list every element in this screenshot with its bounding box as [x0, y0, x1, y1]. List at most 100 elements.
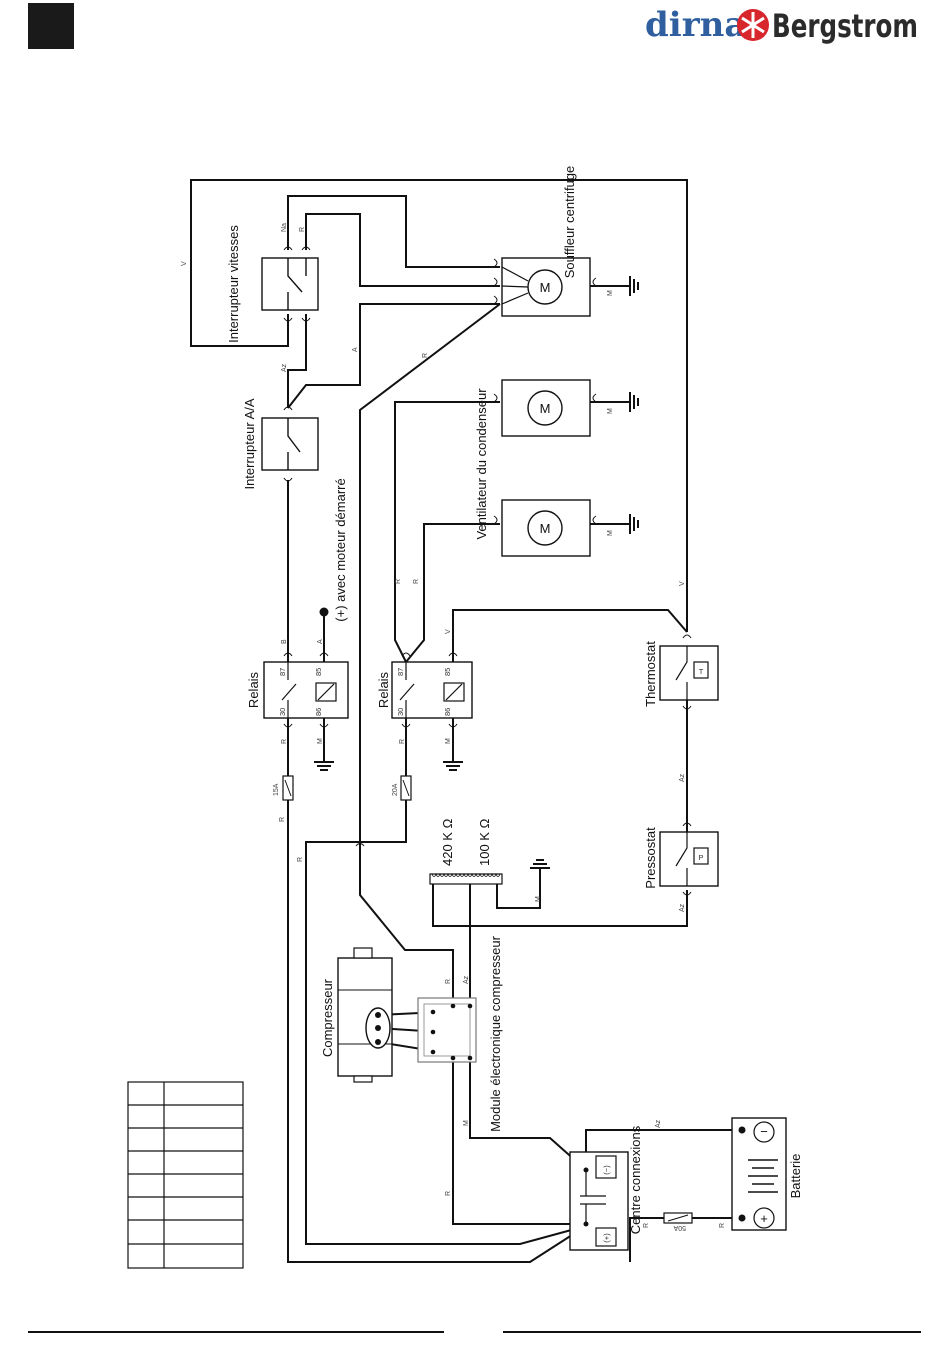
svg-text:Module électronique compresseu: Module électronique compresseur — [488, 935, 503, 1131]
fuse-15a: 15A — [273, 775, 294, 801]
connector-marks — [283, 246, 692, 896]
interrupteur-aa-label: Interrupteur A/A — [242, 398, 257, 489]
souffleur-label: Souffleur centrifuge — [562, 166, 577, 279]
souffleur-centrifuge: M Souffleur centrifuge — [501, 166, 591, 317]
ground-icon — [314, 761, 334, 771]
wire-m: M — [607, 530, 614, 536]
wire-r: R — [719, 1223, 726, 1228]
ventilateur-label: Ventilateur du condenseur — [474, 388, 489, 540]
brand-dirna: dirna — [645, 5, 746, 45]
wire-r: R — [445, 1191, 452, 1196]
compresseur: Compresseur — [320, 947, 393, 1083]
ground-symbols — [314, 276, 639, 869]
wire-az: Az — [679, 773, 686, 782]
ground-icon — [629, 514, 639, 534]
wire-v: V — [445, 629, 452, 634]
fuse-50a: 50A — [663, 1212, 693, 1231]
centre-minus: (−) — [602, 1165, 611, 1175]
wire-az: Az — [679, 903, 686, 912]
wire-v: V — [679, 581, 686, 586]
wire-labels: V Na R Az A R M M M V R R V B A R M R M … — [181, 223, 726, 1228]
r100-label: 100 K Ω — [477, 818, 492, 866]
wire-r: R — [297, 857, 304, 862]
centre-connexions: (−) (+) Centre connexions — [569, 1125, 643, 1251]
wires — [190, 179, 742, 1263]
wire-az: Az — [281, 363, 288, 372]
plus-moteur-label: (+) avec moteur démarré — [333, 478, 348, 621]
pin-85: 85 — [443, 668, 452, 676]
motor-symbol: M — [540, 401, 551, 416]
resistor-network: 420 K Ω 100 K Ω — [429, 818, 503, 885]
wire-az: Az — [655, 1119, 662, 1128]
interrupteur-vitesses: Interrupteur vitesses — [226, 225, 319, 343]
pin-30: 30 — [396, 708, 405, 716]
ground-icon — [629, 276, 639, 296]
pressostat-label: Pressostat — [643, 827, 658, 889]
fuse-20a: 20A — [392, 775, 412, 801]
battery-minus: − — [760, 1124, 768, 1139]
wire-r: R — [279, 817, 286, 822]
pressostat: P Pressostat — [643, 827, 719, 889]
wire-r: R — [643, 1223, 650, 1228]
relais-1: 30 87 86 85 Relais — [246, 661, 349, 719]
relais-1-label: Relais — [246, 671, 261, 708]
batterie: − + Batterie — [731, 1117, 803, 1231]
wire-m: M — [463, 1120, 470, 1126]
wire-a: A — [352, 347, 359, 352]
batterie-label: Batterie — [788, 1154, 803, 1199]
thermostat: T Thermostat — [643, 641, 719, 707]
fuse-50a-label: 50A — [673, 1224, 686, 1231]
compresseur-label: Compresseur — [320, 978, 335, 1057]
pin-86: 86 — [443, 708, 452, 716]
wire-r: R — [445, 979, 452, 984]
wire-v: V — [181, 261, 188, 266]
pin-85: 85 — [314, 668, 323, 676]
wire-r: R — [413, 579, 420, 584]
svg-text:Interrupteur vitesses: Interrupteur vitesses — [226, 225, 241, 343]
relais-2-label: Relais — [376, 671, 391, 708]
wire-m: M — [445, 738, 452, 744]
fuse-20a-label: 20A — [392, 783, 399, 796]
corner-tab — [28, 3, 74, 49]
wire-m: M — [317, 738, 324, 744]
wire-m: M — [607, 408, 614, 414]
ground-icon — [530, 859, 550, 869]
pin-30: 30 — [278, 708, 287, 716]
thermostat-label: Thermostat — [643, 641, 658, 707]
wire-r: R — [281, 739, 288, 744]
legend-table — [127, 1081, 244, 1269]
wire-b: B — [281, 639, 288, 644]
wire-az: Az — [463, 975, 470, 984]
presso-symbol: P — [698, 853, 703, 862]
fuse-15a-label: 15A — [273, 783, 280, 796]
module-electronique: Module électronique compresseur — [417, 935, 503, 1132]
r420-label: 420 K Ω — [440, 818, 455, 866]
wire-r: R — [299, 227, 306, 232]
ground-icon — [629, 392, 639, 412]
module-label: Module électronique compresseur — [488, 935, 503, 1131]
motor-symbol: M — [540, 280, 551, 295]
wire-na: Na — [281, 223, 288, 232]
wire-r: R — [395, 579, 402, 584]
relais-2: 30 87 86 85 Relais — [376, 661, 473, 719]
brand-bergstrom: Bergstrom — [772, 7, 918, 45]
ventilateur-2: M — [501, 499, 591, 557]
ventilateur-1: M — [501, 379, 591, 437]
thermo-symbol: T — [699, 667, 704, 676]
wire-m: M — [607, 290, 614, 296]
wire-m: M — [535, 896, 542, 902]
ground-icon — [443, 761, 463, 771]
pin-87: 87 — [278, 668, 287, 676]
plus-engine-terminal — [319, 607, 329, 617]
battery-plus: + — [760, 1211, 768, 1226]
wire-a: A — [317, 639, 324, 644]
centre-plus: (+) — [602, 1233, 611, 1243]
pin-87: 87 — [396, 668, 405, 676]
wire-r: R — [399, 739, 406, 744]
interrupteur-vitesses-label: Interrupteur vitesses — [226, 225, 241, 343]
wire-r: R — [422, 353, 429, 358]
motor-symbol: M — [540, 521, 551, 536]
centre-label: Centre connexions — [628, 1125, 643, 1234]
